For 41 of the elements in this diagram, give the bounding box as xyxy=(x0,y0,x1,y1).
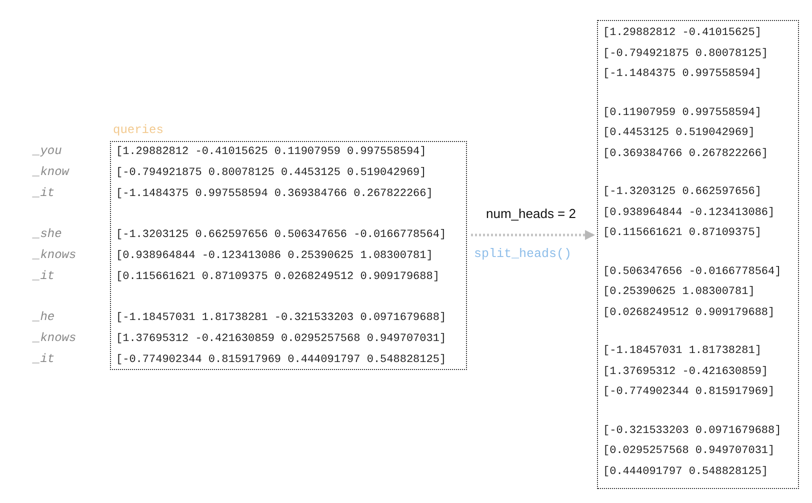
matrix-title: queries xyxy=(113,123,164,137)
vector-row: [-1.3203125 0.662597656] xyxy=(603,185,762,199)
vector-row: [-0.774902344 0.815917969 0.444091797 0.548828125] xyxy=(116,353,446,367)
vector-row: [-0.774902344 0.815917969] xyxy=(603,385,775,399)
vector-row: [0.938964844 -0.123413086] xyxy=(603,206,775,220)
vector-row: [1.37695312 -0.421630859 0.0295257568 0.949707031] xyxy=(116,332,446,346)
vector-row: [-0.321533203 0.0971679688] xyxy=(603,424,782,438)
vector-row: [1.37695312 -0.421630859] xyxy=(603,364,768,378)
token-label: _she xyxy=(33,227,62,241)
token-label: _it xyxy=(33,269,55,283)
vector-row: [-1.18457031 1.81738281] xyxy=(603,344,762,358)
vector-row: [0.369384766 0.267822266] xyxy=(603,146,768,160)
vector-row: [0.506347656 -0.0166778564] xyxy=(603,264,782,278)
vector-row: [1.29882812 -0.41015625] xyxy=(603,26,762,40)
vector-row: [0.115661621 0.87109375 0.0268249512 0.909179688] xyxy=(116,270,440,284)
vector-row: [-1.3203125 0.662597656 0.506347656 -0.0166778564] xyxy=(116,228,446,242)
parameter-note: num_heads = 2 xyxy=(486,206,576,221)
vector-row: [0.4453125 0.519042969] xyxy=(603,126,755,140)
vector-row: [-0.794921875 0.80078125 0.4453125 0.519042969] xyxy=(116,166,426,180)
token-label: _it xyxy=(33,186,55,200)
token-label: _knows xyxy=(33,331,76,345)
token-label: _he xyxy=(33,310,55,324)
token-label: _it xyxy=(33,352,55,366)
token-label: _know xyxy=(33,165,70,179)
vector-row: [0.938964844 -0.123413086 0.25390625 1.08300781] xyxy=(116,249,433,263)
vector-row: [-1.1484375 0.997558594] xyxy=(603,67,762,81)
vector-row: [-1.18457031 1.81738281 -0.321533203 0.0971679688] xyxy=(116,311,446,325)
vector-row: [0.11907959 0.997558594] xyxy=(603,106,762,120)
token-label: _you xyxy=(33,144,62,158)
vector-row: [-0.794921875 0.80078125] xyxy=(603,46,768,60)
arrow xyxy=(471,230,595,240)
vector-row: [0.115661621 0.87109375] xyxy=(603,226,762,240)
edge-label: split_heads() xyxy=(474,247,572,261)
matrix-box xyxy=(597,20,799,489)
vector-row: [0.0268249512 0.909179688] xyxy=(603,306,775,320)
vector-row: [0.25390625 1.08300781] xyxy=(603,285,755,299)
token-label: _knows xyxy=(33,248,76,262)
vector-row: [0.0295257568 0.949707031] xyxy=(603,444,775,458)
vector-row: [0.444091797 0.548828125] xyxy=(603,464,768,478)
vector-row: [-1.1484375 0.997558594 0.369384766 0.267822266] xyxy=(116,187,433,201)
vector-row: [1.29882812 -0.41015625 0.11907959 0.997558594] xyxy=(116,145,426,159)
